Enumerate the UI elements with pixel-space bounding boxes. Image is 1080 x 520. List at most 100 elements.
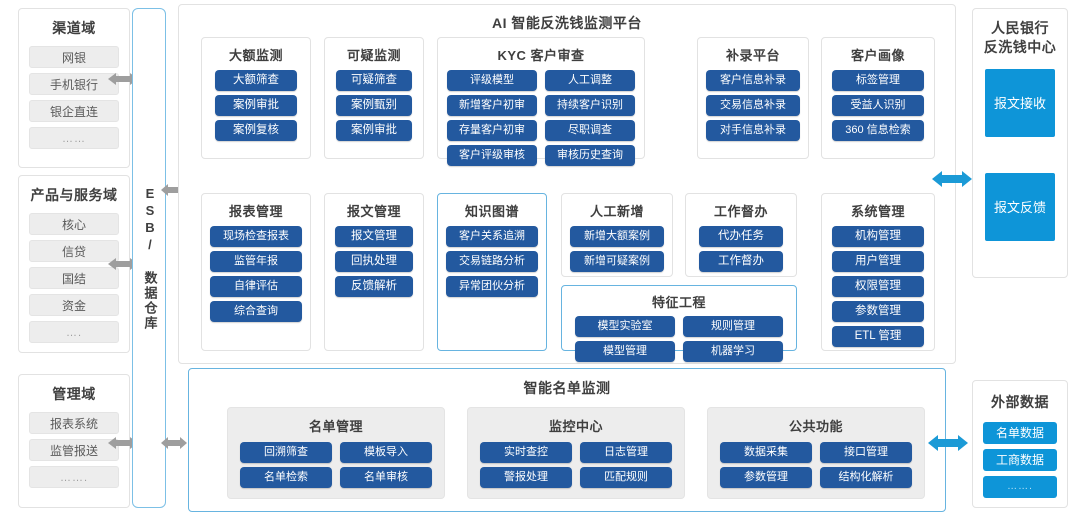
esb-data-warehouse-bar: ESB/ 数据仓库 xyxy=(132,8,166,508)
module-button[interactable]: 人工调整 xyxy=(545,70,635,91)
group-button[interactable]: 参数管理 xyxy=(720,467,812,488)
module-button[interactable]: 机器学习 xyxy=(683,341,783,362)
domain-item[interactable]: 国结 xyxy=(29,267,119,289)
module-button[interactable]: 新增可疑案例 xyxy=(570,251,664,272)
module-button[interactable]: 交易链路分析 xyxy=(446,251,538,272)
domain-title: 产品与服务域 xyxy=(30,187,118,203)
module-button[interactable]: 尽职调查 xyxy=(545,120,635,141)
module-button-column: 客户信息补录 交易信息补录 对手信息补录 xyxy=(698,70,808,145)
domain-title: 管理域 xyxy=(52,386,96,402)
module-button[interactable]: 案例甄别 xyxy=(336,95,412,116)
group-button[interactable]: 实时查控 xyxy=(480,442,572,463)
group-button[interactable]: 模板导入 xyxy=(340,442,432,463)
group-button-grid: 数据采集 参数管理 接口管理 结构化解析 xyxy=(708,442,924,492)
module-button-column: 规则管理 机器学习 xyxy=(683,316,783,366)
group-title: 监控中心 xyxy=(548,419,603,434)
module-title: 大额监测 xyxy=(228,48,283,63)
external-data-item[interactable]: 工商数据 xyxy=(983,449,1057,471)
module-button[interactable]: 权限管理 xyxy=(832,276,924,297)
module-button[interactable]: 报文管理 xyxy=(335,226,413,247)
module-button[interactable]: 新增大额案例 xyxy=(570,226,664,247)
module-message-management: 报文管理 报文管理 回执处理 反馈解析 xyxy=(324,193,424,351)
module-button[interactable]: 机构管理 xyxy=(832,226,924,247)
domain-item[interactable]: 核心 xyxy=(29,213,119,235)
module-button-column: 标签管理 受益人识别 360 信息检索 xyxy=(822,70,934,145)
smart-list-title: 智能名单监测 xyxy=(523,380,611,396)
group-button[interactable]: 数据采集 xyxy=(720,442,812,463)
group-button[interactable]: 日志管理 xyxy=(580,442,672,463)
module-button[interactable]: 用户管理 xyxy=(832,251,924,272)
external-data-item-more[interactable]: ……. xyxy=(983,476,1057,498)
module-button[interactable]: 案例审批 xyxy=(215,95,297,116)
module-button[interactable]: 参数管理 xyxy=(832,301,924,322)
module-button[interactable]: 综合查询 xyxy=(210,301,302,322)
module-button[interactable]: 可疑筛查 xyxy=(336,70,412,91)
module-button-column: 机构管理 用户管理 权限管理 参数管理 ETL 管理 xyxy=(822,226,934,351)
module-button[interactable]: 审核历史查询 xyxy=(545,145,635,166)
domain-item[interactable]: 信贷 xyxy=(29,240,119,262)
module-button-column: 报文管理 回执处理 反馈解析 xyxy=(325,226,423,301)
pboc-aml-center-panel: 人民银行 反洗钱中心 报文接收 报文反馈 xyxy=(972,8,1068,278)
module-button[interactable]: 交易信息补录 xyxy=(706,95,800,116)
module-button[interactable]: 评级模型 xyxy=(447,70,537,91)
domain-item[interactable]: 报表系统 xyxy=(29,412,119,434)
module-button[interactable]: 对手信息补录 xyxy=(706,120,800,141)
module-button[interactable]: 模型管理 xyxy=(575,341,675,362)
module-title: KYC 客户审查 xyxy=(497,48,585,63)
group-button[interactable]: 名单检索 xyxy=(240,467,332,488)
module-manual-addition: 人工新增 新增大额案例 新增可疑案例 xyxy=(561,193,673,277)
group-monitoring-center: 监控中心 实时查控 警报处理 日志管理 匹配规则 xyxy=(467,407,685,499)
module-button[interactable]: 监管年报 xyxy=(210,251,302,272)
spacer xyxy=(973,137,1067,173)
pboc-box-message-feedback[interactable]: 报文反馈 xyxy=(985,172,1055,241)
domain-item-more[interactable]: …… xyxy=(29,127,119,149)
group-button-column: 实时查控 警报处理 xyxy=(480,442,572,492)
module-button[interactable]: 持续客户识别 xyxy=(545,95,635,116)
module-button[interactable]: 模型实验室 xyxy=(575,316,675,337)
group-button[interactable]: 匹配规则 xyxy=(580,467,672,488)
module-button[interactable]: 360 信息检索 xyxy=(832,120,924,141)
module-button[interactable]: 工作督办 xyxy=(699,251,783,272)
module-button[interactable]: 现场检查报表 xyxy=(210,226,302,247)
module-button[interactable]: 受益人识别 xyxy=(832,95,924,116)
domain-item[interactable]: 银企直连 xyxy=(29,100,119,122)
module-button[interactable]: 异常团伙分析 xyxy=(446,276,538,297)
module-button[interactable]: 存量客户初审 xyxy=(447,120,537,141)
pboc-box-message-receive[interactable]: 报文接收 xyxy=(985,68,1055,137)
module-button[interactable]: 客户信息补录 xyxy=(706,70,800,91)
group-button[interactable]: 接口管理 xyxy=(820,442,912,463)
module-button[interactable]: 回执处理 xyxy=(335,251,413,272)
group-button[interactable]: 警报处理 xyxy=(480,467,572,488)
module-button[interactable]: 自律评估 xyxy=(210,276,302,297)
module-button[interactable]: 新增客户初审 xyxy=(447,95,537,116)
module-button[interactable]: 大额筛查 xyxy=(215,70,297,91)
module-title: 可疑监测 xyxy=(346,48,401,63)
pboc-title-line1: 人民银行 xyxy=(991,20,1049,36)
module-button-column: 代办任务 工作督办 xyxy=(686,226,796,276)
module-button-column: 客户关系追溯 交易链路分析 异常团伙分析 xyxy=(438,226,546,301)
module-title: 知识图谱 xyxy=(464,204,519,219)
module-feature-engineering: 特征工程 模型实验室 模型管理 规则管理 机器学习 xyxy=(561,285,797,362)
module-button[interactable]: 标签管理 xyxy=(832,70,924,91)
module-button[interactable]: 反馈解析 xyxy=(335,276,413,297)
module-button[interactable]: 客户关系追溯 xyxy=(446,226,538,247)
domain-item[interactable]: 监管报送 xyxy=(29,439,119,461)
group-button[interactable]: 结构化解析 xyxy=(820,467,912,488)
domain-panel-channel: 渠道域 网银 手机银行 银企直连 …… xyxy=(18,8,130,168)
module-button[interactable]: 规则管理 xyxy=(683,316,783,337)
module-button[interactable]: 案例复核 xyxy=(215,120,297,141)
platform-title: AI 智能反洗钱监测平台 xyxy=(492,15,642,31)
domain-item[interactable]: 网银 xyxy=(29,46,119,68)
group-button[interactable]: 回溯筛查 xyxy=(240,442,332,463)
module-button[interactable]: 案例审批 xyxy=(336,120,412,141)
module-button-grid: 模型实验室 模型管理 规则管理 机器学习 xyxy=(562,316,796,366)
module-button[interactable]: 代办任务 xyxy=(699,226,783,247)
domain-item[interactable]: 手机银行 xyxy=(29,73,119,95)
domain-item[interactable]: 资金 xyxy=(29,294,119,316)
group-button[interactable]: 名单审核 xyxy=(340,467,432,488)
external-data-item[interactable]: 名单数据 xyxy=(983,422,1057,444)
module-button[interactable]: ETL 管理 xyxy=(832,326,924,347)
domain-item-more[interactable]: …. xyxy=(29,321,119,343)
domain-item-more[interactable]: ……. xyxy=(29,466,119,488)
module-button[interactable]: 客户评级审核 xyxy=(447,145,537,166)
